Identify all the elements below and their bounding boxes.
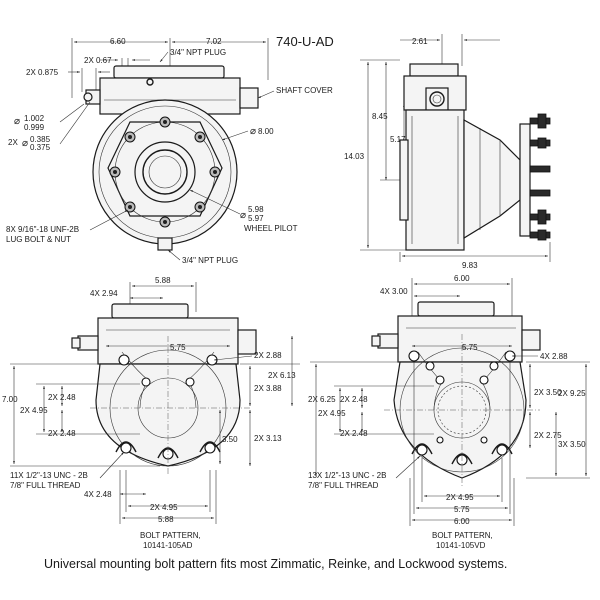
dim-4x-2-48: 4X 2.48 — [84, 490, 112, 499]
dim-2x-2-48-lower: 2X 2.48 — [48, 429, 76, 438]
dim-2x-2-75: 2X 2.75 — [534, 431, 562, 440]
dim-2x-0-67: 2X 0.67 — [84, 56, 112, 65]
dim-4x-3-00: 4X 3.00 — [380, 287, 408, 296]
dim-2x-2-48-lower-vd: 2X 2.48 — [340, 429, 368, 438]
dim-2x-9-25: 2X 9.25 — [558, 389, 586, 398]
dim-2x-4-95-bottom-vd: 2X 4.95 — [446, 493, 474, 502]
dim-14-03: 14.03 — [344, 152, 365, 161]
thread-callout-vd-1: 13X 1/2"-13 UNC - 2B — [308, 471, 386, 480]
lug-bolt-label-1: 8X 9/16"-18 UNF-2B — [6, 225, 79, 234]
dia-0-375: 0.375 — [30, 143, 51, 152]
dim-2x-4-95-right-view: 2X 4.95 — [318, 409, 346, 418]
npt-plug-bottom-label: 3/4" NPT PLUG — [182, 256, 238, 265]
dim-3-50: 3.50 — [222, 435, 238, 444]
drawing-title: 740-U-AD — [276, 34, 334, 49]
bolt-pattern-ad-line-2: 10141-105AD — [143, 541, 193, 550]
bolt-pattern-vd-view: 6.00 4X 3.00 5.75 — [308, 274, 590, 550]
dim-2x-3-88: 2X 3.88 — [254, 384, 282, 393]
thread-callout-ad-1: 11X 1/2"-13 UNC - 2B — [10, 471, 88, 480]
bolt-pattern-vd-line-2: 10141-105VD — [436, 541, 486, 550]
dim-2x-0-875: 2X 0.875 — [26, 68, 59, 77]
dim-7-02: 7.02 — [206, 37, 222, 46]
dim-2x-6-13: 2X 6.13 — [268, 371, 296, 380]
side-view: 2.61 14.03 8.45 5.17 — [344, 34, 551, 270]
wheel-pilot-label: WHEEL PILOT — [244, 224, 298, 233]
dim-4x-2-94: 4X 2.94 — [90, 289, 118, 298]
dia-1-002: 1.002 — [24, 114, 45, 123]
dim-5-17: 5.17 — [390, 135, 406, 144]
dim-2x-2-48-upper-vd: 2X 2.48 — [340, 395, 368, 404]
dim-2x-3-13: 2X 3.13 — [254, 434, 282, 443]
shaft-cover-label: SHAFT COVER — [276, 86, 333, 95]
dim-2-61: 2.61 — [412, 37, 428, 46]
dim-7-00: 7.00 — [2, 395, 18, 404]
dia-5-98: 5.98 — [248, 205, 264, 214]
svg-text:⌀: ⌀ — [250, 126, 256, 137]
dim-2x-2-88: 2X 2.88 — [254, 351, 282, 360]
bolt-pattern-vd-line-1: BOLT PATTERN, — [432, 531, 493, 540]
dim-3x-3-50: 3X 3.50 — [558, 440, 586, 449]
dim-5-75-bottom: 5.75 — [454, 505, 470, 514]
dim-2x-4-95-bottom: 2X 4.95 — [150, 503, 178, 512]
bolt-pattern-ad-view: 5.88 4X 2.94 5.75 7.00 — [2, 276, 300, 550]
thread-callout-vd-2: 7/8" FULL THREAD — [308, 481, 379, 490]
dia-5-97: 5.97 — [248, 214, 264, 223]
dim-8-45: 8.45 — [372, 112, 388, 121]
dia-0-385: 0.385 — [30, 135, 51, 144]
dim-2x-4-95-left: 2X 4.95 — [20, 406, 48, 415]
dim-5-88-bottom: 5.88 — [158, 515, 174, 524]
dim-6-00-top: 6.00 — [454, 274, 470, 283]
dim-2x-6-25: 2X 6.25 — [308, 395, 336, 404]
dia-8-00: 8.00 — [258, 127, 274, 136]
bolt-pattern-ad-line-1: BOLT PATTERN, — [140, 531, 201, 540]
lug-bolt-label-2: LUG BOLT & NUT — [6, 235, 71, 244]
dia-2x-label: 2X — [8, 138, 18, 147]
dim-5-88-top: 5.88 — [155, 276, 171, 285]
dim-5-75-top: 5.75 — [462, 343, 478, 352]
dim-6-00-bottom: 6.00 — [454, 517, 470, 526]
dim-9-83: 9.83 — [462, 261, 478, 270]
dia-0-999: 0.999 — [24, 123, 45, 132]
caption: Universal mounting bolt pattern fits mos… — [44, 557, 507, 571]
dim-4x-2-88: 4X 2.88 — [540, 352, 568, 361]
npt-plug-top-label: 3/4" NPT PLUG — [170, 48, 226, 57]
dim-2x-3-50-right: 2X 3.50 — [534, 388, 562, 397]
svg-text:⌀: ⌀ — [14, 116, 20, 127]
svg-text:⌀: ⌀ — [22, 138, 28, 149]
dim-6-60: 6.60 — [110, 37, 126, 46]
dim-2x-2-48-upper: 2X 2.48 — [48, 393, 76, 402]
thread-callout-ad-2: 7/8" FULL THREAD — [10, 481, 81, 490]
front-view: 6.60 7.02 3/4" NPT PLUG 2X 0.67 2X 0.875… — [6, 37, 333, 265]
svg-text:⌀: ⌀ — [240, 210, 246, 221]
dim-5-75: 5.75 — [170, 343, 186, 352]
